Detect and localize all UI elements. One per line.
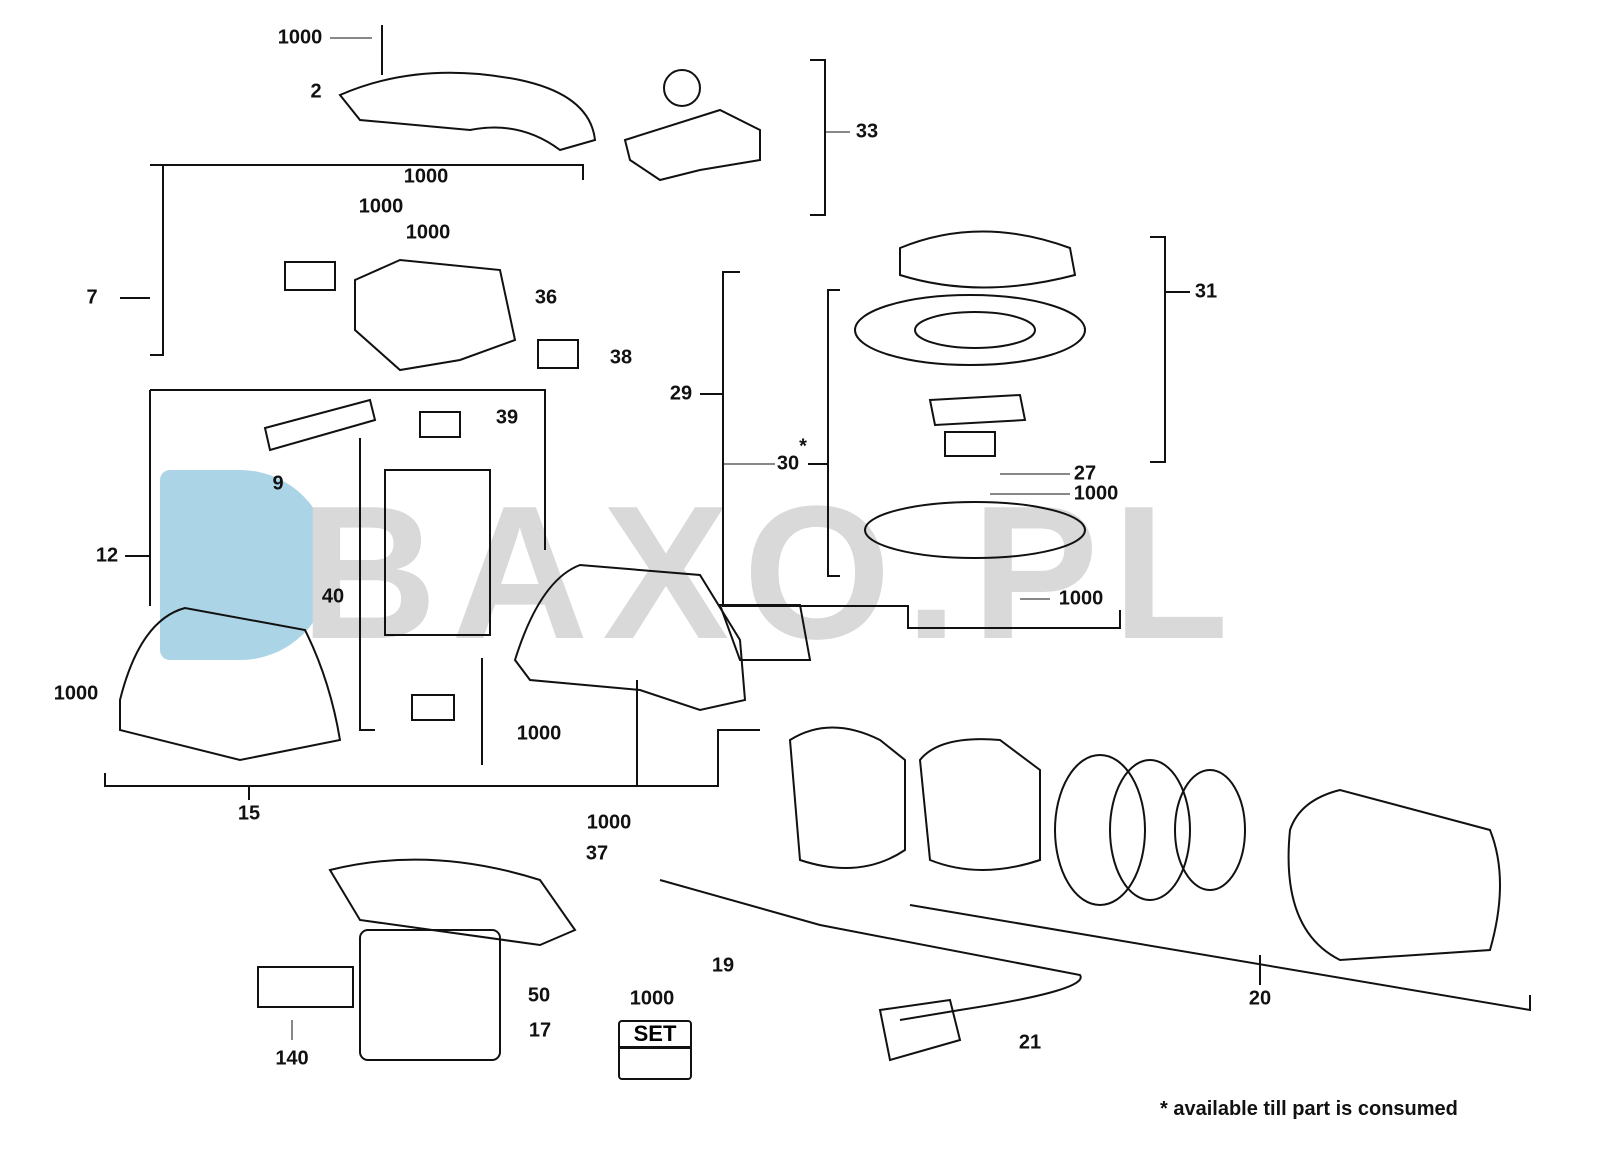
part-label: 21 [1018,1031,1042,1054]
part-label: 1000 [1058,587,1104,610]
part-label: 39 [495,406,519,429]
part-label: 17 [528,1019,552,1042]
part-housing-half [119,606,342,762]
part-label: 19 [711,954,735,977]
footnote: * available till part is consumed [1160,1098,1458,1120]
part-label: 1000 [516,722,562,745]
part-label: 1000 [358,195,404,218]
part-label-140 [257,966,354,1008]
part-ring [918,738,1041,871]
part-terminal-38 [537,339,579,369]
part-label: 1000 [629,987,675,1010]
part-label: 140 [275,1047,309,1070]
part-brush-9 [263,398,377,452]
set-box: SET [618,1020,692,1080]
part-fan-31 [899,230,1077,289]
part-label: 40 [321,585,345,608]
part-label: 9 [272,472,284,495]
part-label: 50 [527,984,551,1007]
part-base-50 [328,858,577,947]
part-label: 38 [609,346,633,369]
part-label: 29 [669,382,693,405]
part-label: 7 [86,286,98,309]
part-label: 1000 [405,221,451,244]
watermark-logo: BAXO.PL [300,467,1243,679]
part-label: 36 [534,286,558,309]
part-cover-2 [338,71,597,152]
part-label: 1000 [403,165,449,188]
part-label: 1000 [586,811,632,834]
part-label: 33 [855,120,879,143]
part-pad-30 [864,501,1086,559]
part-switch-33 [623,108,761,182]
part-label: 37 [585,842,609,865]
part-label: 30 [776,452,800,475]
part-housing-15 [513,563,747,712]
part-bearing-plate [854,294,1086,366]
part-motor-17 [359,929,501,1061]
asterisk-mark: * [799,435,807,458]
part-label: 2 [310,80,322,103]
set-box-label: SET [620,1022,690,1049]
part-label: 1000 [1073,482,1119,505]
part-label: 31 [1194,280,1218,303]
part-label: 20 [1248,987,1272,1010]
part-label: 12 [95,544,119,567]
part-label: 1000 [277,26,323,49]
part-label: 15 [237,802,261,825]
part-dust-canister [1287,788,1501,962]
watermark-logo-mark [160,470,330,660]
part-label: 1000 [53,682,99,705]
part-label: 27 [1073,462,1097,485]
part-nose-cone [788,726,906,869]
part-cord-21 [659,879,1082,1021]
part-housing-36 [354,258,517,372]
part-armature-40 [384,469,491,636]
